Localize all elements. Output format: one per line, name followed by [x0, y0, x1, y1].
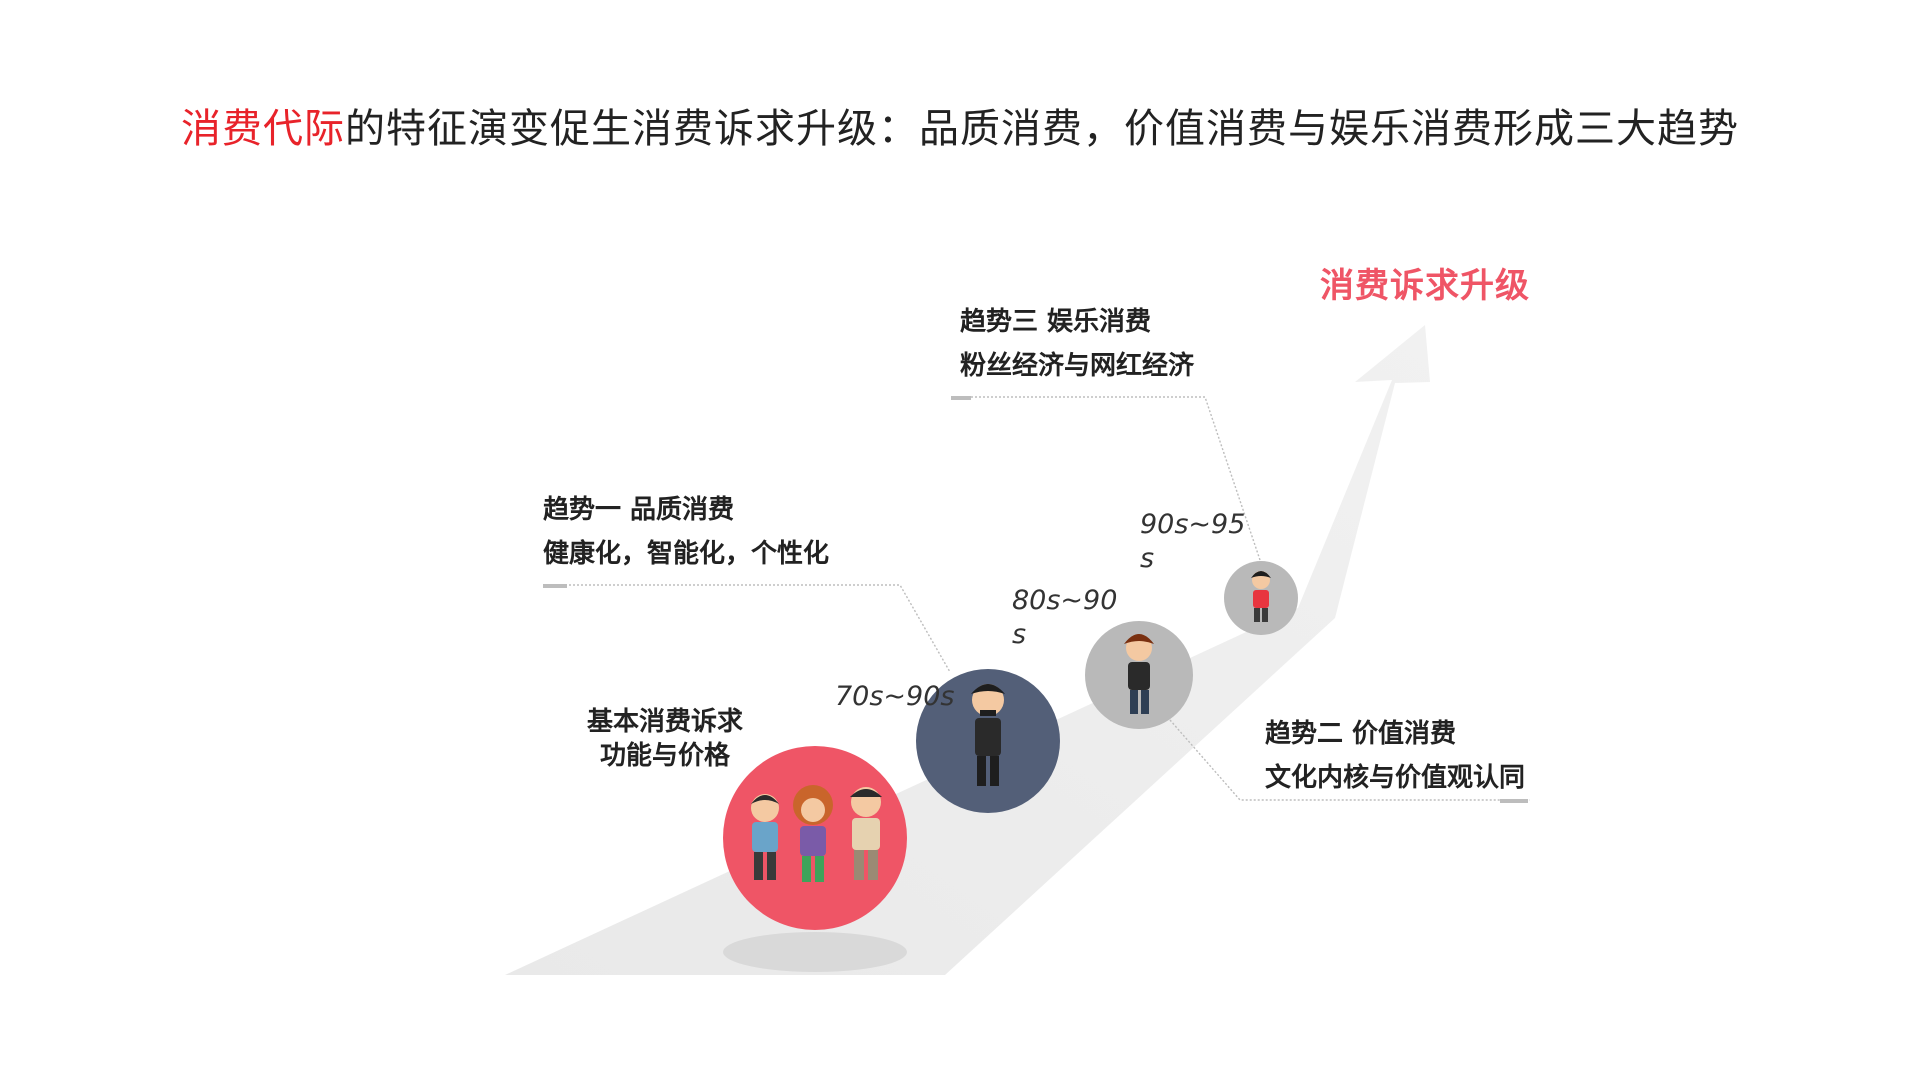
upgrade-arrow-label: 消费诉求升级 [1320, 266, 1530, 306]
era-70s-90s: 70s~90s [835, 680, 954, 714]
trend-1-heading: 趋势一 品质消费 [543, 495, 735, 525]
era-70s-line1: 70s~90s [835, 681, 955, 712]
era-90s-line2: s [1140, 543, 1155, 574]
trend-3-detail: 粉丝经济与网红经济 [960, 351, 1195, 381]
trend-1-label: 趋势一 品质消费 健康化，智能化，个性化 [543, 488, 829, 576]
page-title: 消费代际的特征演变促生消费诉求升级：品质消费，价值消费与娱乐消费形成三大趋势 [0, 96, 1920, 154]
tick-trend-3 [951, 396, 971, 400]
trend-2-heading: 趋势二 价值消费 [1265, 719, 1457, 749]
man-80s-icon [1124, 634, 1154, 714]
trend-2-label: 趋势二 价值消费 文化内核与价值观认同 [1265, 712, 1525, 800]
era-90s-line1: 90s~95 [1140, 509, 1246, 540]
tick-trend-1 [543, 584, 567, 588]
leader-trend-3 [955, 396, 1261, 561]
base-demand-line2: 功能与价格 [599, 741, 730, 771]
leader-trend-1 [545, 584, 951, 673]
man-70s-icon [971, 684, 1005, 786]
tick-trend-2 [1500, 799, 1528, 803]
child-90s-icon [1251, 571, 1271, 622]
title-rest: 的特征演变促生消费诉求升级：品质消费，价值消费与娱乐消费形成三大趋势 [345, 106, 1739, 152]
era-80s-line2: s [1012, 619, 1027, 650]
trend-3-heading: 趋势三 娱乐消费 [960, 307, 1152, 337]
trend-1-detail: 健康化，智能化，个性化 [543, 539, 830, 569]
base-shadow [723, 932, 907, 972]
family-figures-icon [751, 785, 882, 882]
era-80s-90s: 80s~90 s [1012, 584, 1117, 652]
era-90s-95s: 90s~95 s [1140, 508, 1245, 576]
upgrade-arrow [505, 325, 1430, 975]
base-demand-line1: 基本消费诉求 [586, 707, 743, 737]
title-highlight: 消费代际 [181, 106, 345, 152]
base-demand-label: 基本消费诉求 功能与价格 [580, 705, 750, 773]
trend-3-label: 趋势三 娱乐消费 粉丝经济与网红经济 [960, 300, 1194, 388]
era-80s-line1: 80s~90 [1012, 585, 1118, 616]
trend-2-detail: 文化内核与价值观认同 [1265, 763, 1526, 793]
